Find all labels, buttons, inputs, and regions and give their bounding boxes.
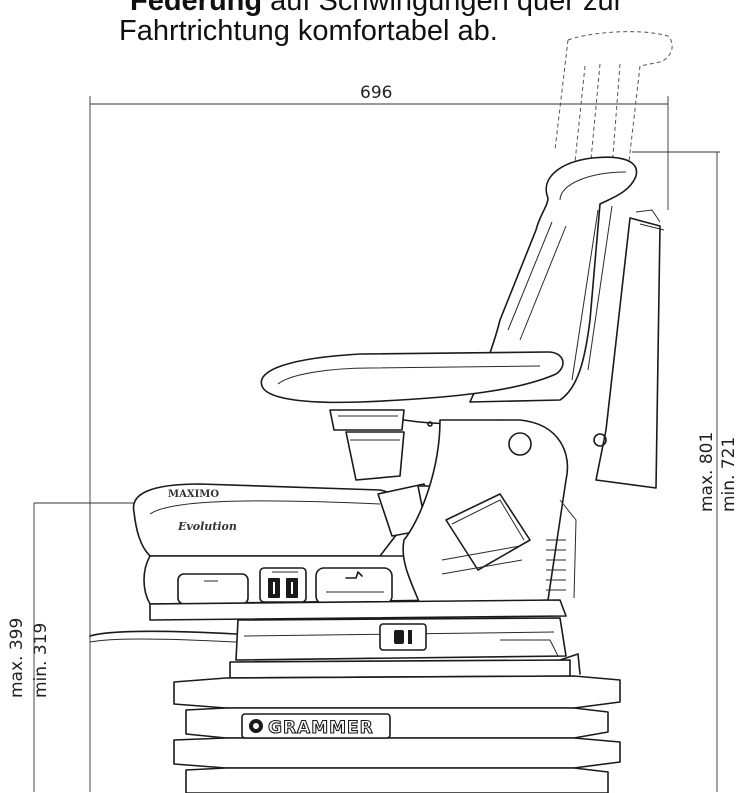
front-console — [143, 555, 451, 605]
width-label: 696 — [360, 83, 392, 103]
headrest — [554, 31, 673, 171]
height-max-label: max. 801 — [697, 432, 717, 512]
console-button-left — [177, 573, 249, 605]
suspension-top — [235, 617, 581, 675]
bellows: GRAMMER — [173, 659, 621, 793]
seat-height-max-label: max. 399 — [7, 618, 27, 698]
seat-cushion: MAXIMO Evolution — [132, 483, 404, 557]
seat-heating-icon — [315, 567, 393, 605]
seat-height-min-label: min. 319 — [31, 623, 51, 698]
info-switch-icon — [259, 567, 307, 603]
brand-name: GRAMMER — [268, 718, 374, 738]
lever-icon — [89, 630, 237, 637]
mechanism — [345, 419, 577, 605]
width-dimension: 696 — [89, 83, 669, 792]
model-name-line1: MAXIMO — [168, 489, 219, 500]
seat-height-dimension: max. 399 min. 319 — [7, 502, 165, 792]
slide-rail — [89, 599, 567, 643]
backrest — [469, 156, 665, 489]
brand-plate — [241, 713, 391, 739]
caption-line-2: Fahrtrichtung komfortabel ab. — [119, 15, 498, 47]
height-dimension: max. 801 min. 721 — [632, 151, 739, 792]
model-name-line2: Evolution — [177, 520, 237, 533]
caption-line-1: Federung auf Schwingungen quer zur — [130, 0, 624, 17]
caption: Federung auf Schwingungen quer zur Fahrt… — [0, 0, 740, 60]
height-min-label: min. 721 — [719, 437, 739, 512]
lumbar-icon — [445, 493, 531, 571]
